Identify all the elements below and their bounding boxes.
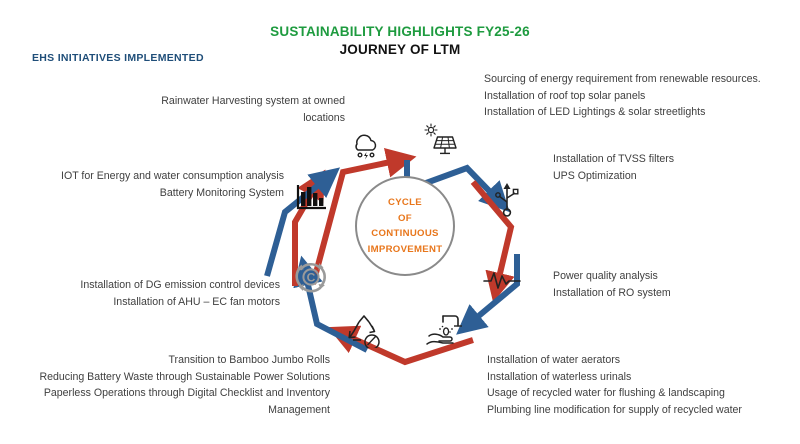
text-line: Installation of waterless urinals <box>487 370 632 383</box>
carbon-cycle-icon: C <box>291 257 331 297</box>
arrow-segment-blue-1 <box>404 160 510 213</box>
solar-panel-icon <box>421 120 461 160</box>
arrow-segment-blue-2 <box>456 254 520 335</box>
text-line: Installation of water aerators <box>487 354 621 366</box>
ehs-initiatives-label: EHS INITIATIVES IMPLEMENTED <box>32 52 204 64</box>
text-line: Power quality analysis <box>553 270 658 282</box>
text-line: Installation of AHU – EC fan motors <box>113 295 280 308</box>
text-block-tvss-ups: Installation of TVSS filters UPS Optimiz… <box>553 151 674 184</box>
text-line: locations <box>303 111 345 124</box>
text-line: Paperless Operations through Digital Che… <box>43 387 330 399</box>
cycle-center-circle: CYCLE OF CONTINUOUS IMPROVEMENT <box>355 176 455 276</box>
svg-text:C: C <box>307 271 316 285</box>
center-line-1: CYCLE <box>387 197 422 208</box>
page-subtitle: JOURNEY OF LTM <box>339 42 461 57</box>
center-line-3: CONTINUOUS <box>371 228 439 239</box>
text-line: Management <box>268 403 330 416</box>
cloud-rain-icon <box>345 124 385 164</box>
text-line: Installation of roof top solar panels <box>484 89 646 102</box>
text-line: Usage of recycled water for flushing & l… <box>487 387 725 399</box>
arrow-segment-blue-3 <box>293 255 369 353</box>
bar-chart-icon <box>292 177 332 217</box>
text-line: Sourcing of energy requirement from rene… <box>484 73 761 85</box>
arrow-segment-red-3 <box>327 325 474 366</box>
arrow-segment-red-2 <box>470 180 515 303</box>
text-block-dg-emission: Installation of DG emission control devi… <box>80 277 280 310</box>
text-line: Installation of DG emission control devi… <box>80 279 280 291</box>
text-line: Transition to Bamboo Jumbo Rolls <box>168 354 330 366</box>
text-block-rainwater-harvesting: Rainwater Harvesting system at owned loc… <box>161 93 345 126</box>
center-line-4: IMPROVEMENT <box>367 243 443 255</box>
text-block-waste-reduction: Transition to Bamboo Jumbo Rolls Reducin… <box>39 352 330 418</box>
arrow-segment-blue-4 <box>264 167 341 277</box>
text-line: Rainwater Harvesting system at owned <box>161 95 345 107</box>
pulse-waveform-icon <box>482 260 522 300</box>
text-line: Reducing Battery Waste through Sustainab… <box>39 370 330 383</box>
text-line: IOT for Energy and water consumption ana… <box>61 170 284 182</box>
text-block-iot-monitoring: IOT for Energy and water consumption ana… <box>61 168 284 201</box>
text-line: Installation of LED Lightings & solar st… <box>484 106 706 118</box>
center-line-2: OF <box>398 212 412 224</box>
arrow-segment-red-1 <box>310 148 417 285</box>
text-line: UPS Optimization <box>553 169 637 182</box>
text-block-water-conservation: Installation of water aerators Installat… <box>487 352 742 418</box>
text-line: Battery Monitoring System <box>159 186 284 199</box>
text-line: Installation of RO system <box>553 286 671 299</box>
recycle-leaf-icon <box>344 311 384 351</box>
text-line: Installation of TVSS filters <box>553 153 675 165</box>
handwash-tap-icon <box>423 310 463 350</box>
text-block-power-quality: Power quality analysis Installation of R… <box>553 268 671 301</box>
usb-plug-icon <box>487 180 527 220</box>
text-line: Plumbing line modification for supply of… <box>487 403 742 416</box>
text-block-renewable-energy: Sourcing of energy requirement from rene… <box>484 71 761 121</box>
page-title: SUSTAINABILITY HIGHLIGHTS FY25-26 <box>270 24 530 39</box>
